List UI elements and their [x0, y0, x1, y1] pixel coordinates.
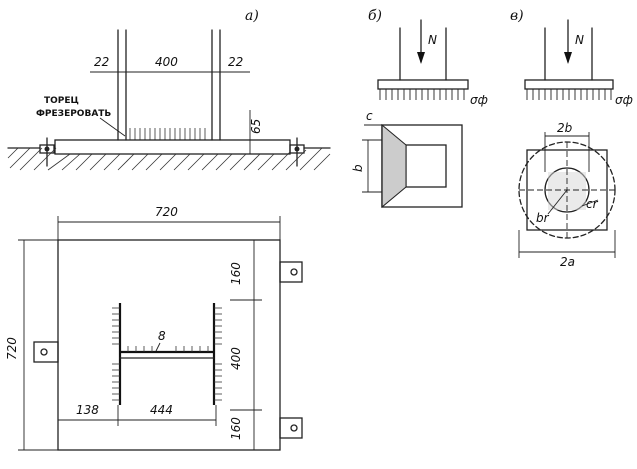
dim-plate-thickness: 65 — [249, 119, 263, 134]
bolt-lug-left — [33, 341, 59, 363]
view-v-title: в) — [510, 8, 524, 24]
weld-marks-a — [129, 128, 206, 140]
dim-2a: 2a — [560, 255, 575, 269]
bolt-lug-right-top — [279, 261, 303, 283]
note-line2: ФРЕЗЕРОВАТЬ — [36, 109, 111, 119]
dim-2b: 2b — [557, 121, 573, 135]
view-a-title: а) — [245, 8, 259, 24]
dim-bottom: 160 — [229, 417, 243, 440]
dim-span: 444 — [150, 403, 173, 417]
dim-top: 160 — [229, 262, 243, 285]
view-a-elevation: а) 22 400 22 ТОРЕЦ ФРЕЗЕРОВАТЬ — [7, 8, 331, 171]
view-b: б) N σф c b — [351, 8, 488, 209]
pressure-arrows-b — [379, 89, 465, 100]
load-n-v: N — [575, 33, 584, 47]
note-line1: ТОРЕЦ — [44, 96, 79, 106]
pressure-v: σф — [615, 93, 633, 107]
anchor-bolt-right — [289, 137, 305, 167]
weld-label: 8 — [158, 329, 166, 343]
view-v: в) N σф 2b 2a — [510, 8, 633, 269]
h-column-section — [118, 303, 216, 405]
dim-flange-right: 22 — [228, 55, 243, 69]
dim-height: 720 — [5, 337, 19, 360]
dim-middle: 400 — [229, 347, 243, 370]
dim-web: 400 — [155, 55, 178, 69]
dim-b: b — [351, 164, 365, 172]
dim-offset: 138 — [76, 403, 99, 417]
load-n-b: N — [428, 33, 437, 47]
anchor-bolt-left — [39, 137, 55, 167]
dim-c: c — [366, 109, 373, 123]
dim-width: 720 — [155, 205, 178, 219]
dim-flange-left: 22 — [94, 55, 109, 69]
plan-view: 720 720 160 400 160 138 444 — [5, 205, 303, 451]
pressure-b: σф — [470, 93, 488, 107]
radius-label: br — [536, 211, 550, 225]
weld-marks-plan — [112, 307, 222, 401]
view-b-title: б) — [368, 8, 382, 24]
pressure-arrows-v — [526, 89, 612, 100]
ground-hatching — [7, 147, 331, 171]
bolt-lug-right-bottom — [279, 417, 303, 439]
